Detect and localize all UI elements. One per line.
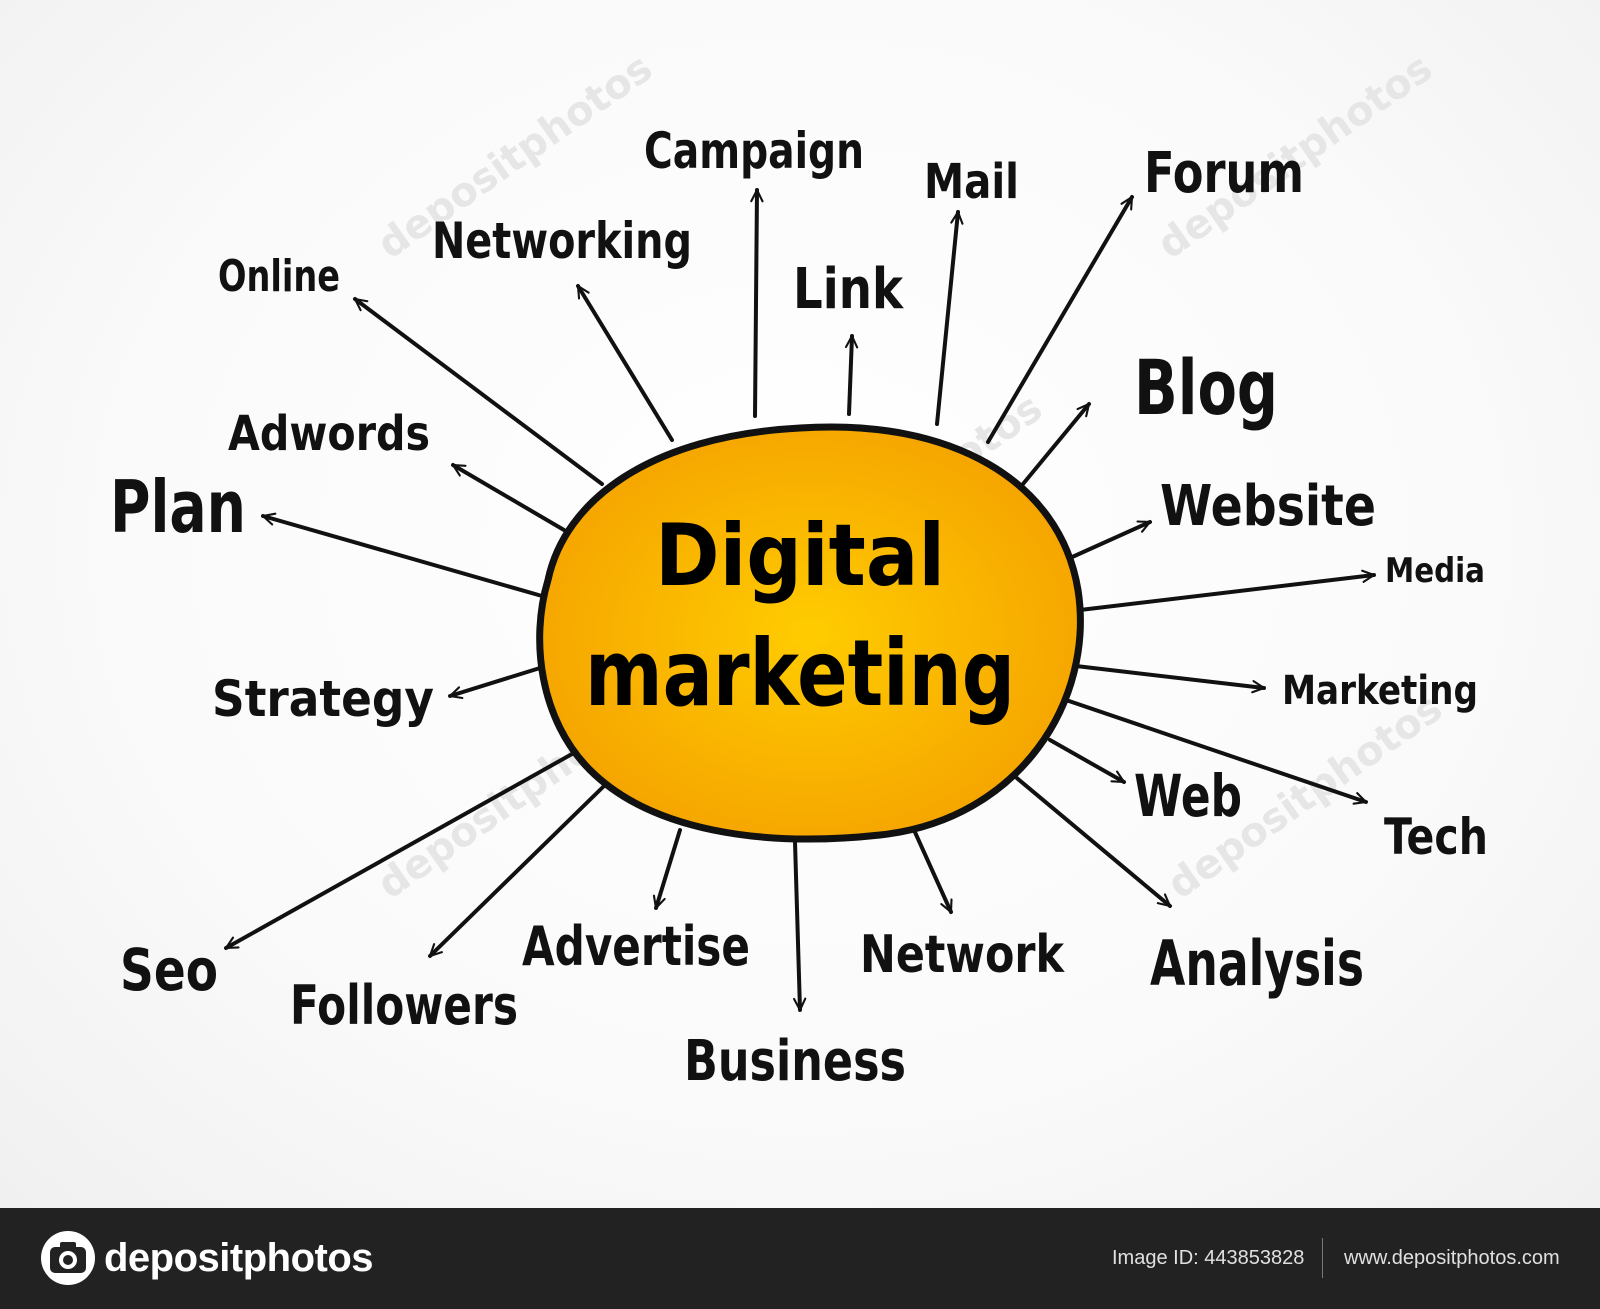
- arrow-plan: [261, 512, 544, 598]
- arrow-web: [1048, 738, 1126, 784]
- label-media: Media: [1385, 551, 1485, 591]
- camera-logo-icon: [41, 1231, 95, 1285]
- center-title-line1: Digital: [655, 506, 945, 606]
- label-adwords: Adwords: [228, 406, 430, 462]
- arrow-advertise: [652, 828, 682, 910]
- center-title-line2: marketing: [585, 620, 1015, 727]
- label-online: Online: [218, 251, 340, 302]
- label-web: Web: [1134, 762, 1242, 830]
- label-analysis: Analysis: [1150, 927, 1364, 1000]
- arrow-followers: [428, 784, 606, 958]
- arrow-media: [1078, 569, 1376, 612]
- arrow-strategy: [448, 666, 542, 700]
- label-networking: Networking: [432, 212, 692, 270]
- label-tech: Tech: [1384, 808, 1488, 866]
- arrow-marketing: [1074, 664, 1266, 694]
- label-mail: Mail: [924, 154, 1019, 210]
- arrow-tech: [1064, 698, 1368, 805]
- label-website: Website: [1160, 474, 1376, 539]
- label-layer: Campaign Mail Forum Networking Online Li…: [110, 122, 1488, 1094]
- arrow-website: [1068, 520, 1152, 560]
- site-url[interactable]: www.depositphotos.com: [1344, 1247, 1560, 1269]
- arrow-analysis: [1010, 772, 1172, 908]
- label-campaign: Campaign: [644, 122, 864, 180]
- label-marketing: Marketing: [1282, 668, 1478, 714]
- arrow-network: [912, 828, 953, 914]
- arrow-blog: [1021, 402, 1091, 486]
- arrow-layer: [224, 188, 1376, 1012]
- brand-name: depositphotos: [104, 1236, 374, 1280]
- label-network: Network: [860, 925, 1065, 985]
- label-seo: Seo: [120, 936, 218, 1004]
- label-strategy: Strategy: [212, 670, 434, 728]
- mind-map-svg: depositphotos depositphotos depositphoto…: [110, 45, 1488, 1094]
- label-advertise: Advertise: [522, 915, 750, 978]
- arrow-forum: [986, 195, 1134, 444]
- arrow-adwords: [451, 463, 566, 532]
- label-forum: Forum: [1144, 141, 1304, 206]
- arrow-seo: [224, 752, 574, 950]
- arrow-campaign: [750, 188, 764, 418]
- arrow-networking: [576, 284, 674, 442]
- footer-bar: depositphotos Image ID: 443853828 www.de…: [0, 1208, 1600, 1309]
- image-id-text: Image ID: 443853828: [1112, 1247, 1305, 1269]
- label-blog: Blog: [1134, 343, 1278, 432]
- arrow-mail: [935, 210, 964, 426]
- arrow-business: [793, 840, 807, 1012]
- arrow-online: [353, 297, 604, 486]
- label-business: Business: [684, 1029, 906, 1094]
- mind-map-canvas: depositphotos depositphotos depositphoto…: [0, 0, 1600, 1208]
- label-link: Link: [793, 257, 904, 322]
- label-followers: Followers: [290, 974, 518, 1037]
- arrow-link: [844, 334, 859, 416]
- footer-divider: [1322, 1238, 1323, 1278]
- center-blob: [536, 423, 1084, 843]
- label-plan: Plan: [110, 465, 246, 549]
